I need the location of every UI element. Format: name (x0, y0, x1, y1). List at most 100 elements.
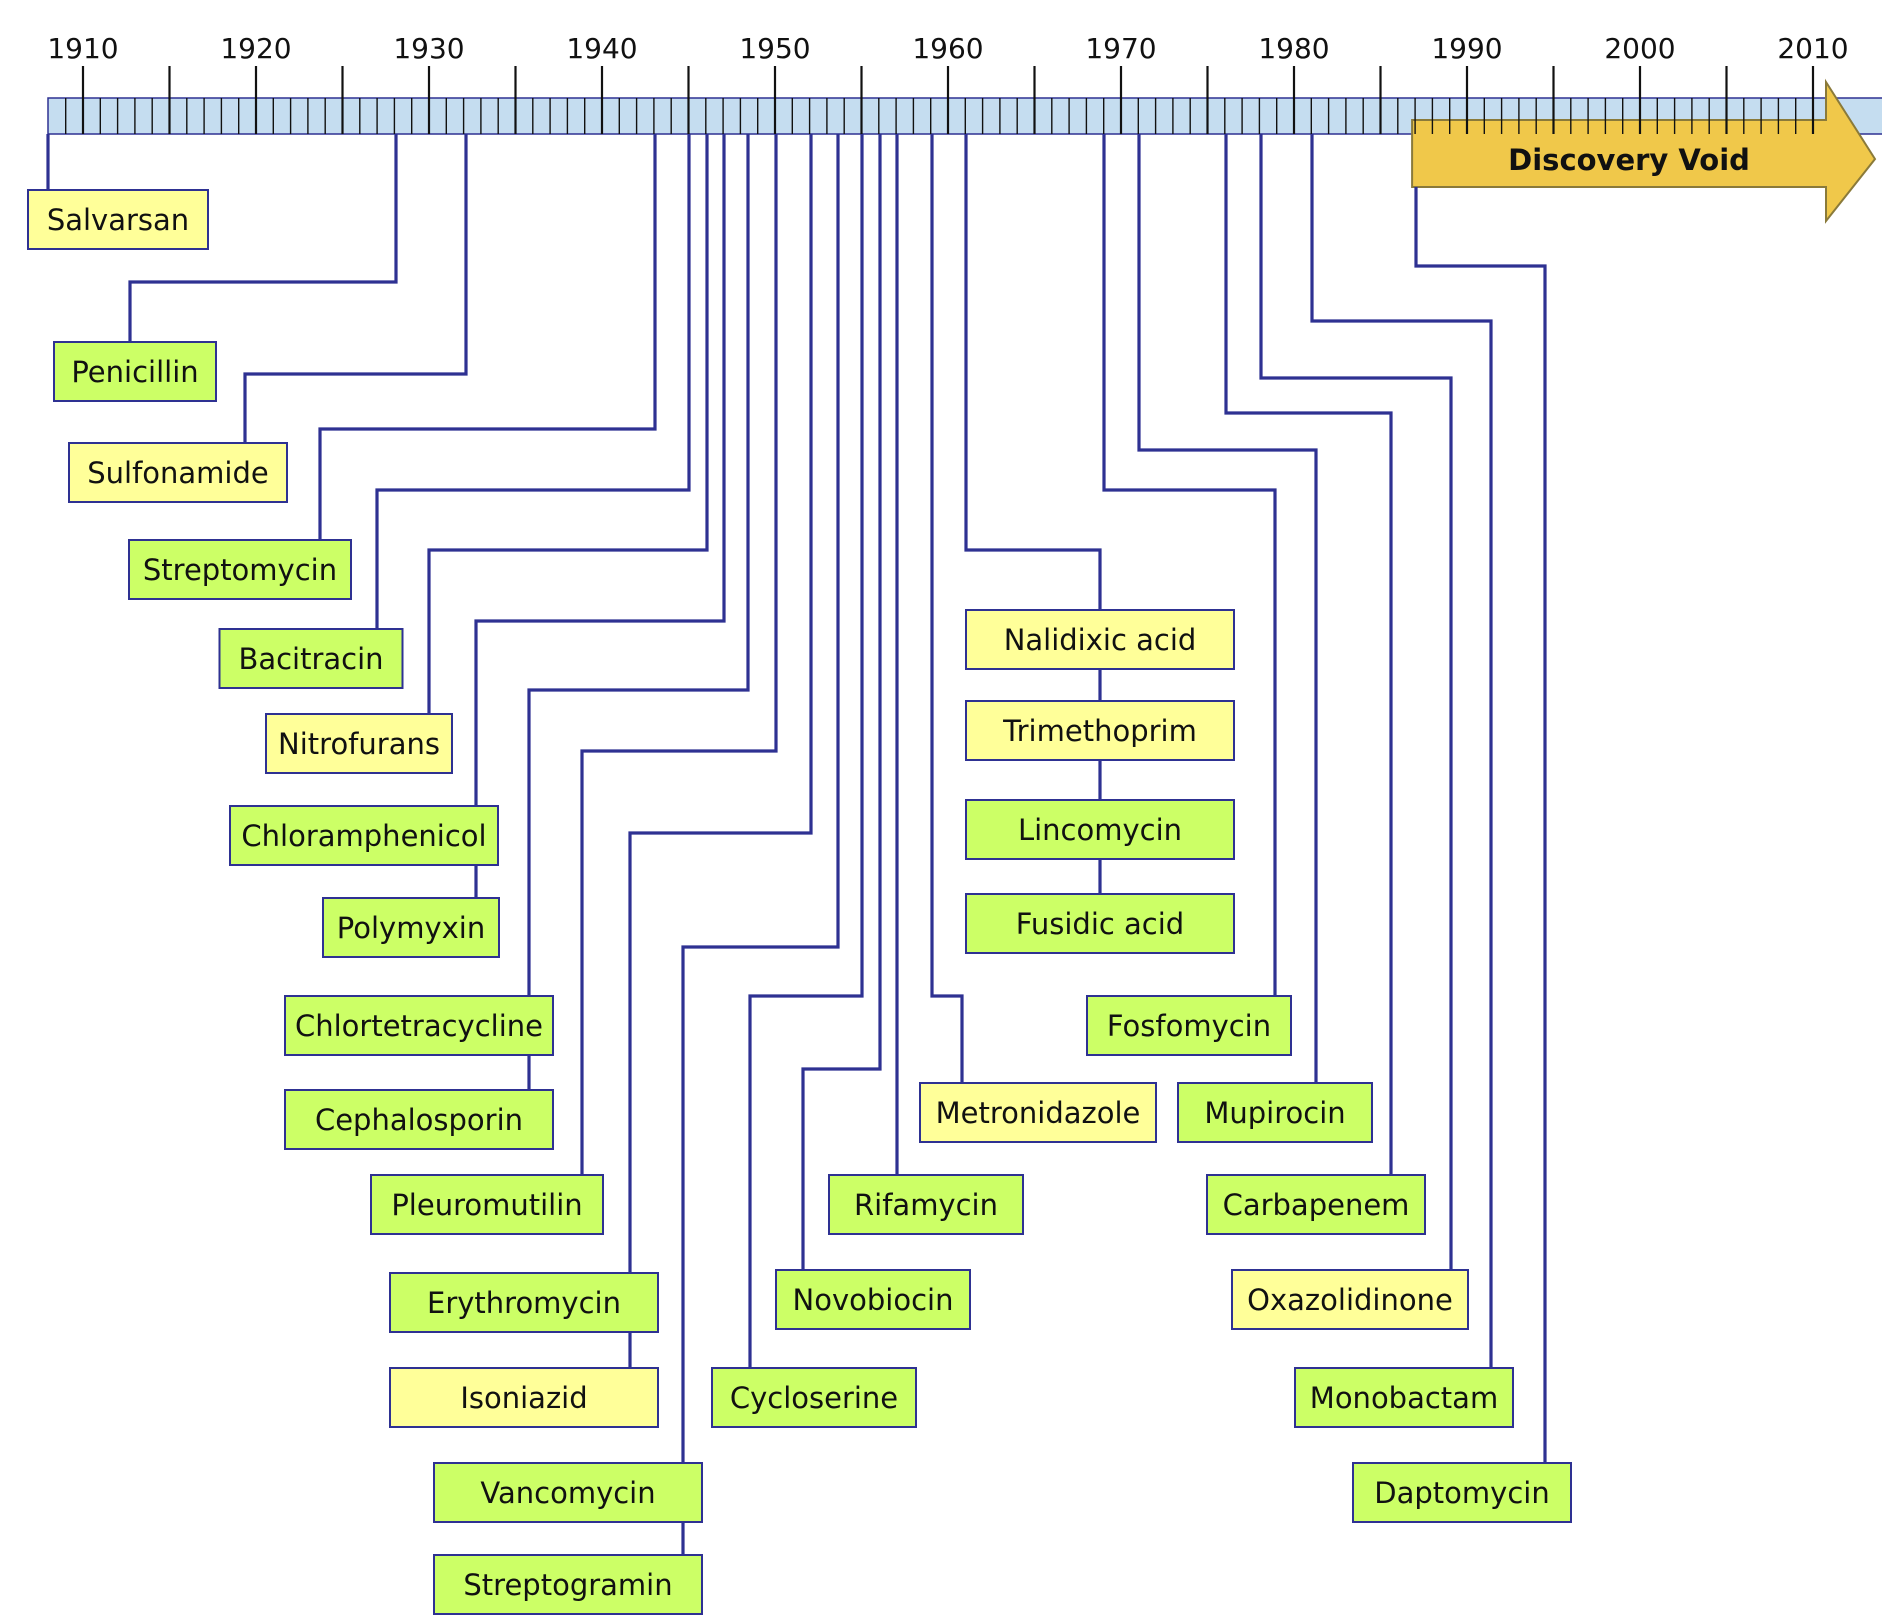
antibiotic-box (828, 1174, 1024, 1235)
antibiotic-box (1206, 1174, 1426, 1235)
antibiotic-box (370, 1174, 604, 1235)
antibiotic-label: Bacitracin (238, 642, 383, 676)
tick-label-1990: 1990 (1431, 32, 1502, 65)
connectors (46, 134, 1547, 1555)
antibiotic-label: Lincomycin (1018, 813, 1182, 847)
antibiotic-label: Daptomycin (1374, 1476, 1549, 1510)
antibiotic-box (965, 893, 1235, 954)
antibiotic-box (711, 1367, 917, 1428)
antibiotic-novobiocin: Novobiocin (775, 1269, 971, 1330)
antibiotic-box (218, 628, 404, 689)
antibiotic-pleuromutilin: Pleuromutilin (370, 1174, 604, 1235)
tick-label-1940: 1940 (566, 32, 637, 65)
connector-daptomycin (1414, 187, 1547, 1463)
antibiotic-box (965, 700, 1235, 761)
antibiotic-label: Sulfonamide (87, 456, 269, 490)
connector-bacitracin (375, 134, 691, 629)
connector-sulfonamide (243, 134, 468, 443)
tick-label-1960: 1960 (912, 32, 983, 65)
antibiotic-label: Mupirocin (1204, 1096, 1345, 1130)
antibiotic-polymyxin: Polymyxin (322, 897, 500, 958)
antibiotic-label: Chlortetracycline (295, 1009, 543, 1043)
antibiotic-box (965, 799, 1235, 860)
antibiotic-metronidazole: Metronidazole (919, 1082, 1157, 1143)
tick-label-1920: 1920 (220, 32, 291, 65)
discovery-void-arrow (1411, 78, 1877, 224)
antibiotic-chloramphenicol: Chloramphenicol (229, 805, 499, 866)
antibiotic-box (1294, 1367, 1514, 1428)
antibiotic-salvarsan: Salvarsan (27, 189, 209, 250)
discovery-void-label: Discovery Void (1508, 143, 1750, 177)
antibiotic-label: Rifamycin (854, 1188, 998, 1222)
antibiotic-box (68, 442, 288, 503)
connector-fosfomycin (1102, 134, 1277, 996)
antibiotic-nitrofurans: Nitrofurans (265, 713, 453, 774)
antibiotic-label: Fosfomycin (1107, 1009, 1271, 1043)
connector-mupirocin (1137, 134, 1318, 1083)
antibiotic-label: Fusidic acid (1016, 907, 1184, 941)
antibiotic-fusidic-acid: Fusidic acid (965, 893, 1235, 954)
antibiotic-penicillin: Penicillin (53, 341, 217, 402)
antibiotic-label: Trimethoprim (1002, 714, 1197, 748)
antibiotic-label: Carbapenem (1223, 1188, 1410, 1222)
antibiotic-cycloserine: Cycloserine (711, 1367, 917, 1428)
antibiotic-streptomycin: Streptomycin (128, 539, 352, 600)
antibiotic-carbapenem: Carbapenem (1206, 1174, 1426, 1235)
tick-label-1970: 1970 (1085, 32, 1156, 65)
connector-chlortetracycline (527, 134, 750, 996)
antibiotic-label: Isoniazid (460, 1381, 587, 1415)
antibiotic-trimethoprim: Trimethoprim (965, 700, 1235, 761)
antibiotic-daptomycin: Daptomycin (1352, 1462, 1572, 1523)
tick-label-1980: 1980 (1258, 32, 1329, 65)
antibiotic-label: Cephalosporin (315, 1103, 523, 1137)
antibiotic-fosfomycin: Fosfomycin (1086, 995, 1292, 1056)
antibiotic-label: Penicillin (71, 355, 198, 389)
connector-penicillin (128, 134, 398, 342)
antibiotic-monobactam: Monobactam (1294, 1367, 1514, 1428)
antibiotic-oxazolidinone: Oxazolidinone (1231, 1269, 1469, 1330)
antibiotic-box (229, 805, 499, 866)
antibiotic-label: Nalidixic acid (1004, 623, 1197, 657)
connector-oxazolidinone (1259, 134, 1453, 1270)
connector-novobiocin (801, 134, 882, 1270)
antibiotic-box (265, 713, 453, 774)
antibiotic-cephalosporin: Cephalosporin (284, 1089, 554, 1150)
antibiotic-label: Polymyxin (337, 911, 485, 945)
antibiotic-box (775, 1269, 971, 1330)
antibiotic-box (1352, 1462, 1572, 1523)
antibiotic-vancomycin: Vancomycin (433, 1462, 703, 1523)
antibiotic-box (53, 341, 217, 402)
antibiotic-sulfonamide: Sulfonamide (68, 442, 288, 503)
tick-label-1950: 1950 (739, 32, 810, 65)
antibiotic-label: Pleuromutilin (391, 1188, 582, 1222)
antibiotic-label: Chloramphenicol (241, 819, 486, 853)
antibiotic-label: Salvarsan (47, 203, 189, 237)
connector-cycloserine (748, 134, 864, 1368)
antibiotic-box (965, 609, 1235, 670)
antibiotic-box (1177, 1082, 1373, 1143)
tick-label-1930: 1930 (393, 32, 464, 65)
antibiotic-lincomycin: Lincomycin (965, 799, 1235, 860)
connector-erythromycin (628, 134, 813, 1273)
connector-pleuromutilin (580, 134, 778, 1175)
antibiotic-bacitracin: Bacitracin (218, 628, 404, 689)
antibiotic-box (389, 1367, 659, 1428)
antibiotic-label: Vancomycin (480, 1476, 655, 1510)
antibiotic-label: Novobiocin (793, 1283, 954, 1317)
antibiotic-label: Monobactam (1310, 1381, 1498, 1415)
antibiotic-streptogramin: Streptogramin (433, 1554, 703, 1615)
antibiotic-rifamycin: Rifamycin (828, 1174, 1024, 1235)
antibiotic-isoniazid: Isoniazid (389, 1367, 659, 1428)
connector-metronidazole (930, 134, 964, 1083)
antibiotic-box (1231, 1269, 1469, 1330)
connector-nitrofurans (427, 134, 709, 714)
connector-nalidixic-acid (964, 134, 1102, 610)
antibiotic-box (1086, 995, 1292, 1056)
antibiotic-chlortetracycline: Chlortetracycline (284, 995, 554, 1056)
antibiotic-erythromycin: Erythromycin (389, 1272, 659, 1333)
antibiotic-label: Oxazolidinone (1247, 1283, 1453, 1317)
antibiotic-box (389, 1272, 659, 1333)
antibiotic-box (284, 1089, 554, 1150)
